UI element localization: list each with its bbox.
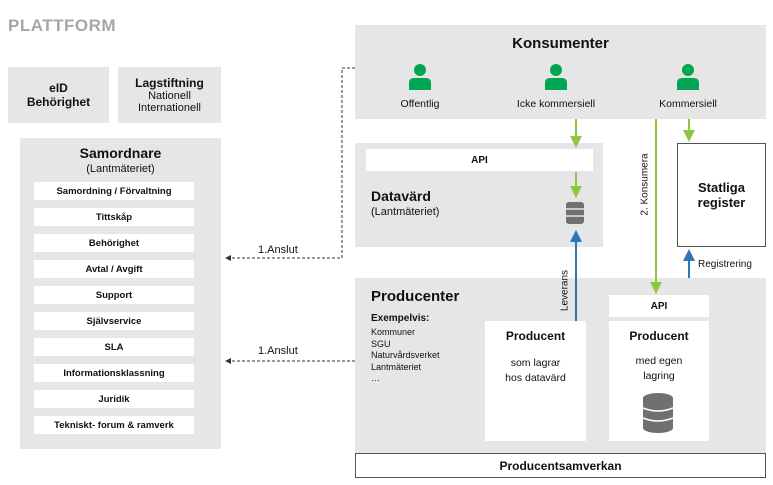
lagstiftning-title: Lagstiftning <box>135 76 204 90</box>
statliga-label: Statliga <box>698 180 745 195</box>
person-icon <box>409 64 431 90</box>
producent-api: API <box>609 295 709 317</box>
exempel-item: … <box>371 373 380 383</box>
producent-datavard-box <box>485 321 586 441</box>
platform-title: PLATTFORM <box>8 16 117 35</box>
exempel-label: Exempelvis: <box>371 313 430 324</box>
anslut-label-1: 1.Anslut <box>258 244 298 256</box>
registrering-label: Registrering <box>698 259 752 270</box>
register-label: register <box>697 195 746 210</box>
person-icon <box>677 64 699 90</box>
datavard-subtitle: (Lantmäteriet) <box>371 206 440 218</box>
database-icon <box>566 202 584 224</box>
exempel-item: Naturvårdsverket <box>371 350 440 360</box>
producent1-title: Producent <box>505 329 566 343</box>
samordnare-item: Självservice <box>34 312 194 330</box>
anslut-konsumenter-arrow <box>225 67 355 261</box>
samordnare-item: Avtal / Avgift <box>34 260 194 278</box>
statliga-register-box: Statliga register <box>677 143 766 247</box>
samordnare-item: Support <box>34 286 194 304</box>
producent2-line2: lagring <box>643 370 675 382</box>
exempel-item: Lantmäteriet <box>371 361 422 372</box>
samordnare-item: SLA <box>34 338 194 356</box>
exempel-item: Kommuner <box>371 327 416 337</box>
datavard-api: API <box>366 149 593 171</box>
datavard-title: Datavärd <box>371 188 431 204</box>
anslut-label-2: 1.Anslut <box>258 345 298 357</box>
eid-label: eID <box>49 81 68 95</box>
person-icon <box>545 64 567 90</box>
exempel-item: SGU <box>371 338 391 349</box>
samordnare-subtitle: (Lantmäteriet) <box>86 163 155 175</box>
leverans-label: Leverans <box>559 269 571 312</box>
samordnare-item: Informationsklassning <box>34 364 194 382</box>
producent1-line2: hos datavärd <box>505 372 566 384</box>
lag-internationell: Internationell <box>138 102 201 114</box>
samordnare-item: Tittskåp <box>34 208 194 226</box>
producentsamverkan-box: Producentsamverkan <box>355 453 766 478</box>
producenter-title: Producenter <box>371 288 460 305</box>
konsumera-label: 2. Konsumera <box>639 153 651 216</box>
samordnare-item: Behörighet <box>34 234 194 252</box>
samordnare-item: Tekniskt- forum & ramverk <box>34 416 194 434</box>
konsument-offentlig: Offentlig <box>400 98 440 110</box>
lag-nationell: Nationell <box>148 90 191 102</box>
konsument-icke-kommersiell: Icke kommersiell <box>516 98 596 110</box>
producent2-line1: med egen <box>635 355 683 367</box>
samordnare-title: Samordnare <box>79 145 162 161</box>
producent1-line1: som lagrar <box>510 357 561 369</box>
database-icon <box>642 393 674 433</box>
samordnare-item: Samordning / Förvaltning <box>34 182 194 200</box>
producent2-title: Producent <box>629 329 689 343</box>
eid-box: eID Behörighet <box>8 67 109 123</box>
konsumenter-title: Konsumenter <box>512 35 609 52</box>
behorighet-label: Behörighet <box>26 95 91 109</box>
samordnare-item: Juridik <box>34 390 194 408</box>
exempel-list: Kommuner SGU Naturvårdsverket Lantmäteri… <box>371 327 440 385</box>
lagstiftning-box: Lagstiftning Nationell Internationell <box>118 67 221 123</box>
konsument-kommersiell: Kommersiell <box>659 98 717 110</box>
